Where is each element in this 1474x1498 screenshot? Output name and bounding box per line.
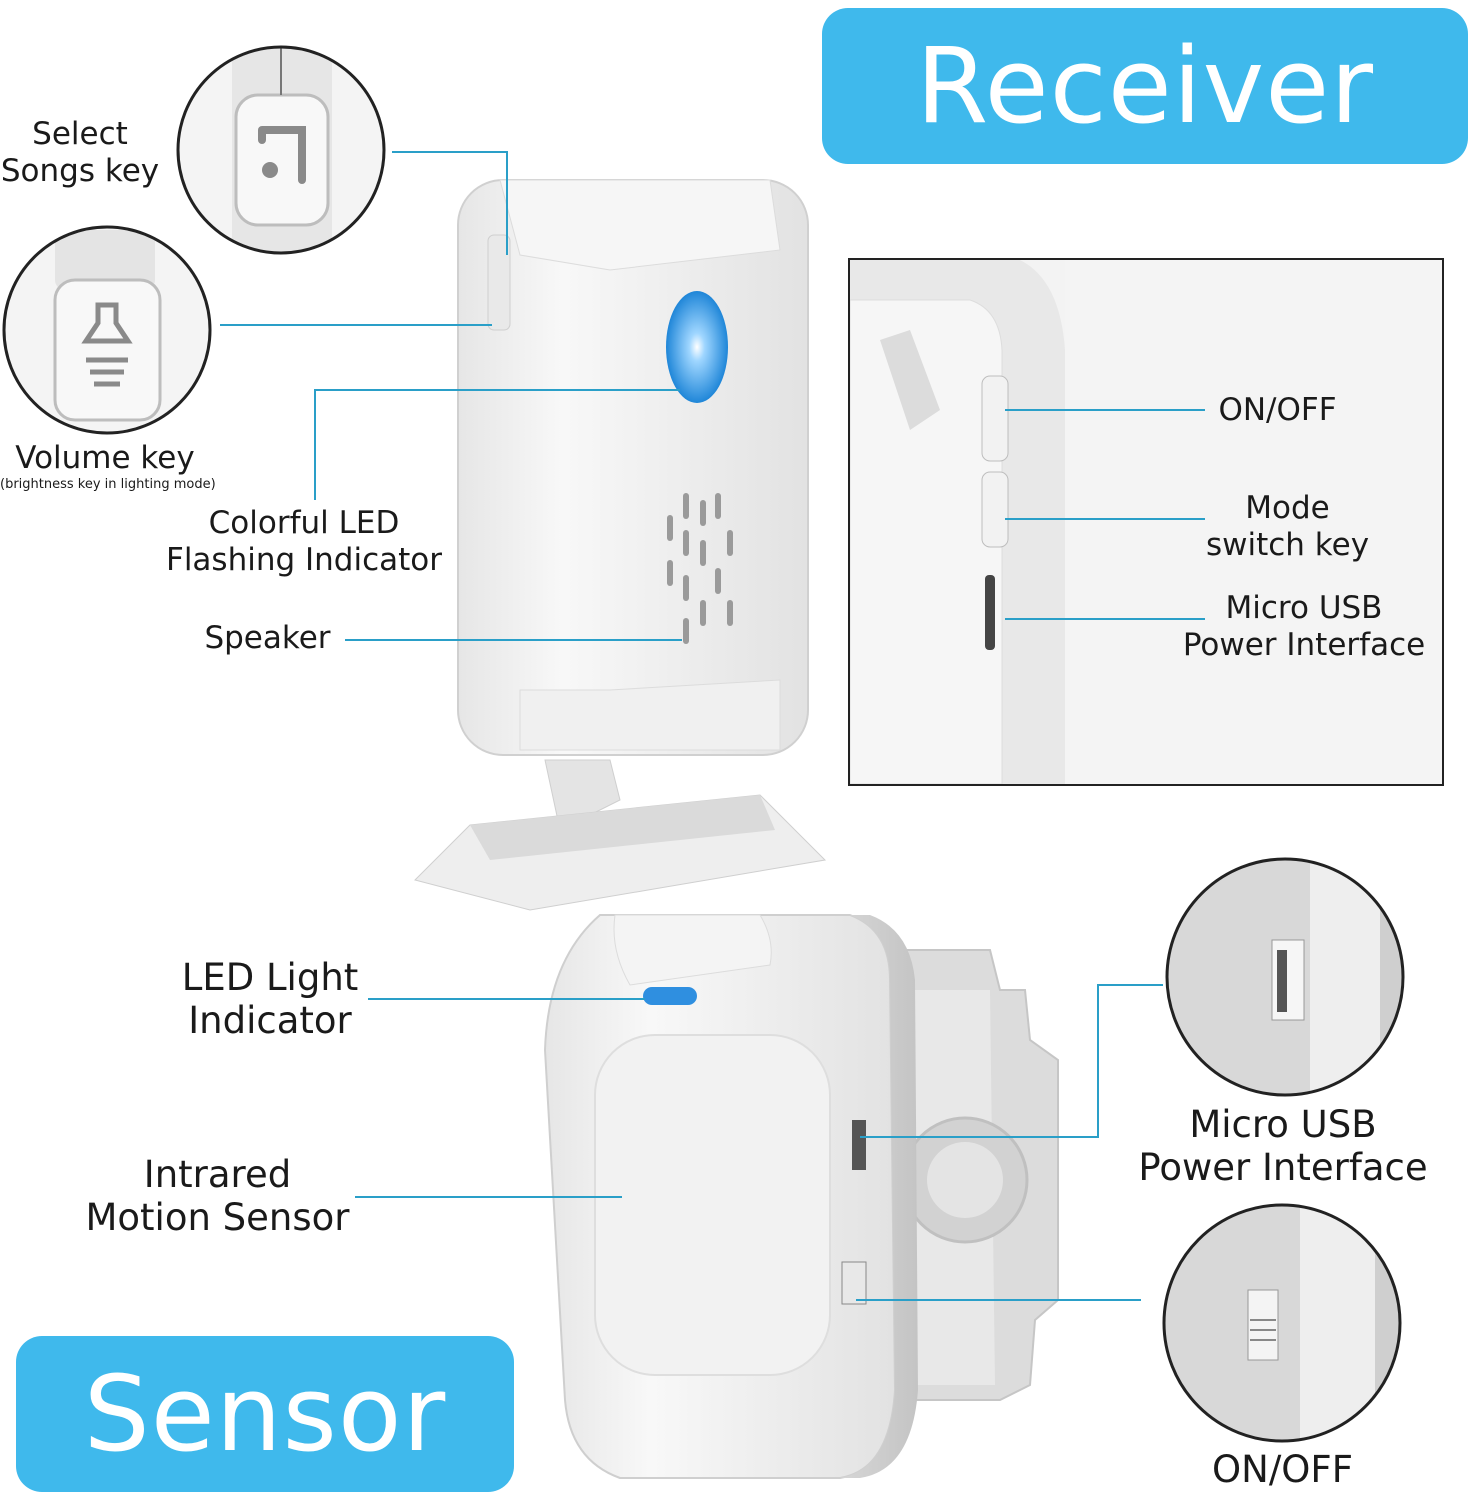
speaker-label: Speaker [204, 620, 331, 656]
usb-port-icon [985, 575, 995, 650]
receiver-side-inset [848, 258, 1444, 786]
receiver-banner: Receiver [822, 8, 1468, 164]
bell-icon [81, 302, 133, 387]
receiver-device [457, 179, 809, 756]
sensor-device [543, 914, 918, 1479]
volume-key-label: Volume key (brightness key in lighting m… [0, 440, 216, 492]
zoom-songs-key [176, 45, 386, 255]
zoom-volume-key [2, 225, 212, 435]
sensor-micro-usb-label: Micro USB Power Interface [1138, 1103, 1428, 1189]
sensor-banner: Sensor [16, 1336, 514, 1492]
speaker-grille-icon [667, 493, 733, 644]
receiver-side-view [850, 260, 1442, 784]
sensor-on-off-label: ON/OFF [1212, 1448, 1353, 1491]
zoom-sensor-switch [1162, 1203, 1402, 1443]
mode-switch-label: Mode switch key [1205, 490, 1370, 563]
select-songs-label: Select Songs key [0, 116, 160, 189]
led-light-label: LED Light Indicator [181, 956, 359, 1042]
usb-port-icon [852, 1120, 866, 1170]
colorful-led-label: Colorful LED Flashing Indicator [165, 505, 443, 578]
zoom-sensor-usb [1165, 857, 1405, 1097]
receiver-on-off-label: ON/OFF [1218, 392, 1337, 428]
receiver-stand [414, 759, 827, 911]
music-note-icon [258, 126, 306, 184]
infrared-sensor-label: Intrared Motion Sensor [85, 1153, 350, 1239]
receiver-led-icon [666, 291, 728, 403]
receiver-micro-usb-label: Micro USB Power Interface [1182, 590, 1426, 663]
sensor-led-icon [643, 987, 697, 1005]
